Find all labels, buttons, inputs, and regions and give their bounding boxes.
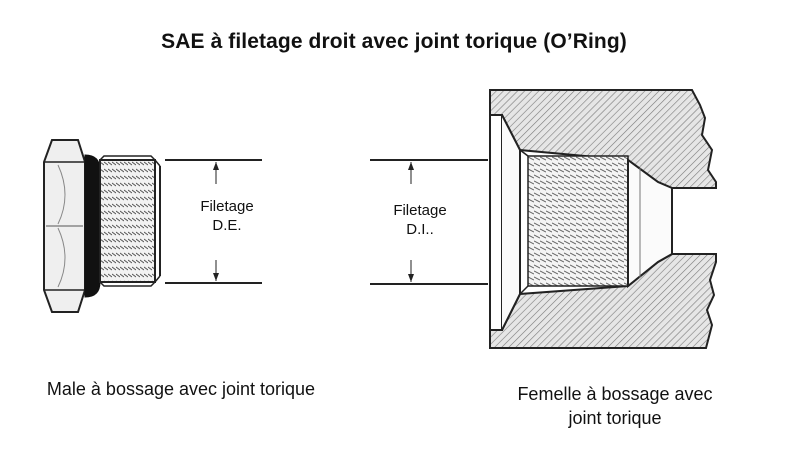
female-caption-line1: Femelle à bossage avec xyxy=(517,384,713,404)
port-spot-face xyxy=(489,114,503,331)
female-dimension xyxy=(370,159,488,285)
female-thread xyxy=(527,155,629,287)
male-thread xyxy=(99,159,156,283)
o-ring xyxy=(84,154,101,298)
female-caption-line2: joint torique xyxy=(568,408,662,428)
female-caption: Femelle à bossage avec joint torique xyxy=(470,382,760,430)
hex-nut xyxy=(43,139,86,313)
male-thread-label-line1: Filetage xyxy=(200,198,254,215)
male-dimension xyxy=(165,159,262,284)
diagram-title: SAE à filetage droit avec joint torique … xyxy=(161,30,627,53)
male-thread-label: Filetage D.E. xyxy=(182,197,272,235)
female-port xyxy=(489,89,717,349)
female-thread-label: Filetage D.I.. xyxy=(375,201,465,239)
male-fitting xyxy=(43,139,161,313)
female-thread-label-line1: Filetage xyxy=(393,202,447,219)
male-thread-label-line2: D.E. xyxy=(212,217,242,234)
female-thread-label-line2: D.I.. xyxy=(406,221,434,238)
male-caption: Male à bossage avec joint torique xyxy=(46,379,316,399)
